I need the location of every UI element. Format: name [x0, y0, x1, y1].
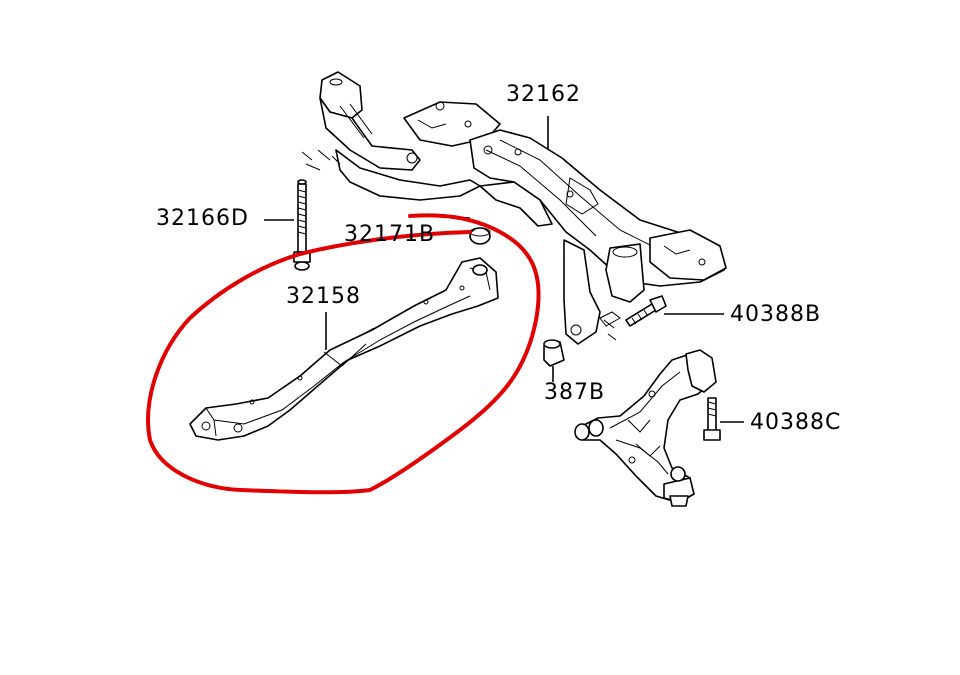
washer-32171B	[469, 227, 491, 245]
bracket-32158	[189, 257, 499, 441]
crossmember-32162	[319, 71, 727, 345]
label-32166D: 32166D	[156, 206, 249, 231]
highlight-circle	[146, 213, 541, 495]
bolt-40388B	[625, 295, 667, 327]
label-32162: 32162	[506, 82, 581, 107]
label-387B: 387B	[544, 380, 606, 405]
label-32158: 32158	[286, 284, 361, 309]
bushing-387B	[543, 339, 565, 367]
lower-control-arm	[574, 349, 717, 507]
label-40388B: 40388B	[730, 302, 822, 327]
label-32171B: 32171B	[344, 222, 436, 247]
bolt-40388C	[703, 397, 721, 441]
label-40388C: 40388C	[750, 410, 842, 435]
